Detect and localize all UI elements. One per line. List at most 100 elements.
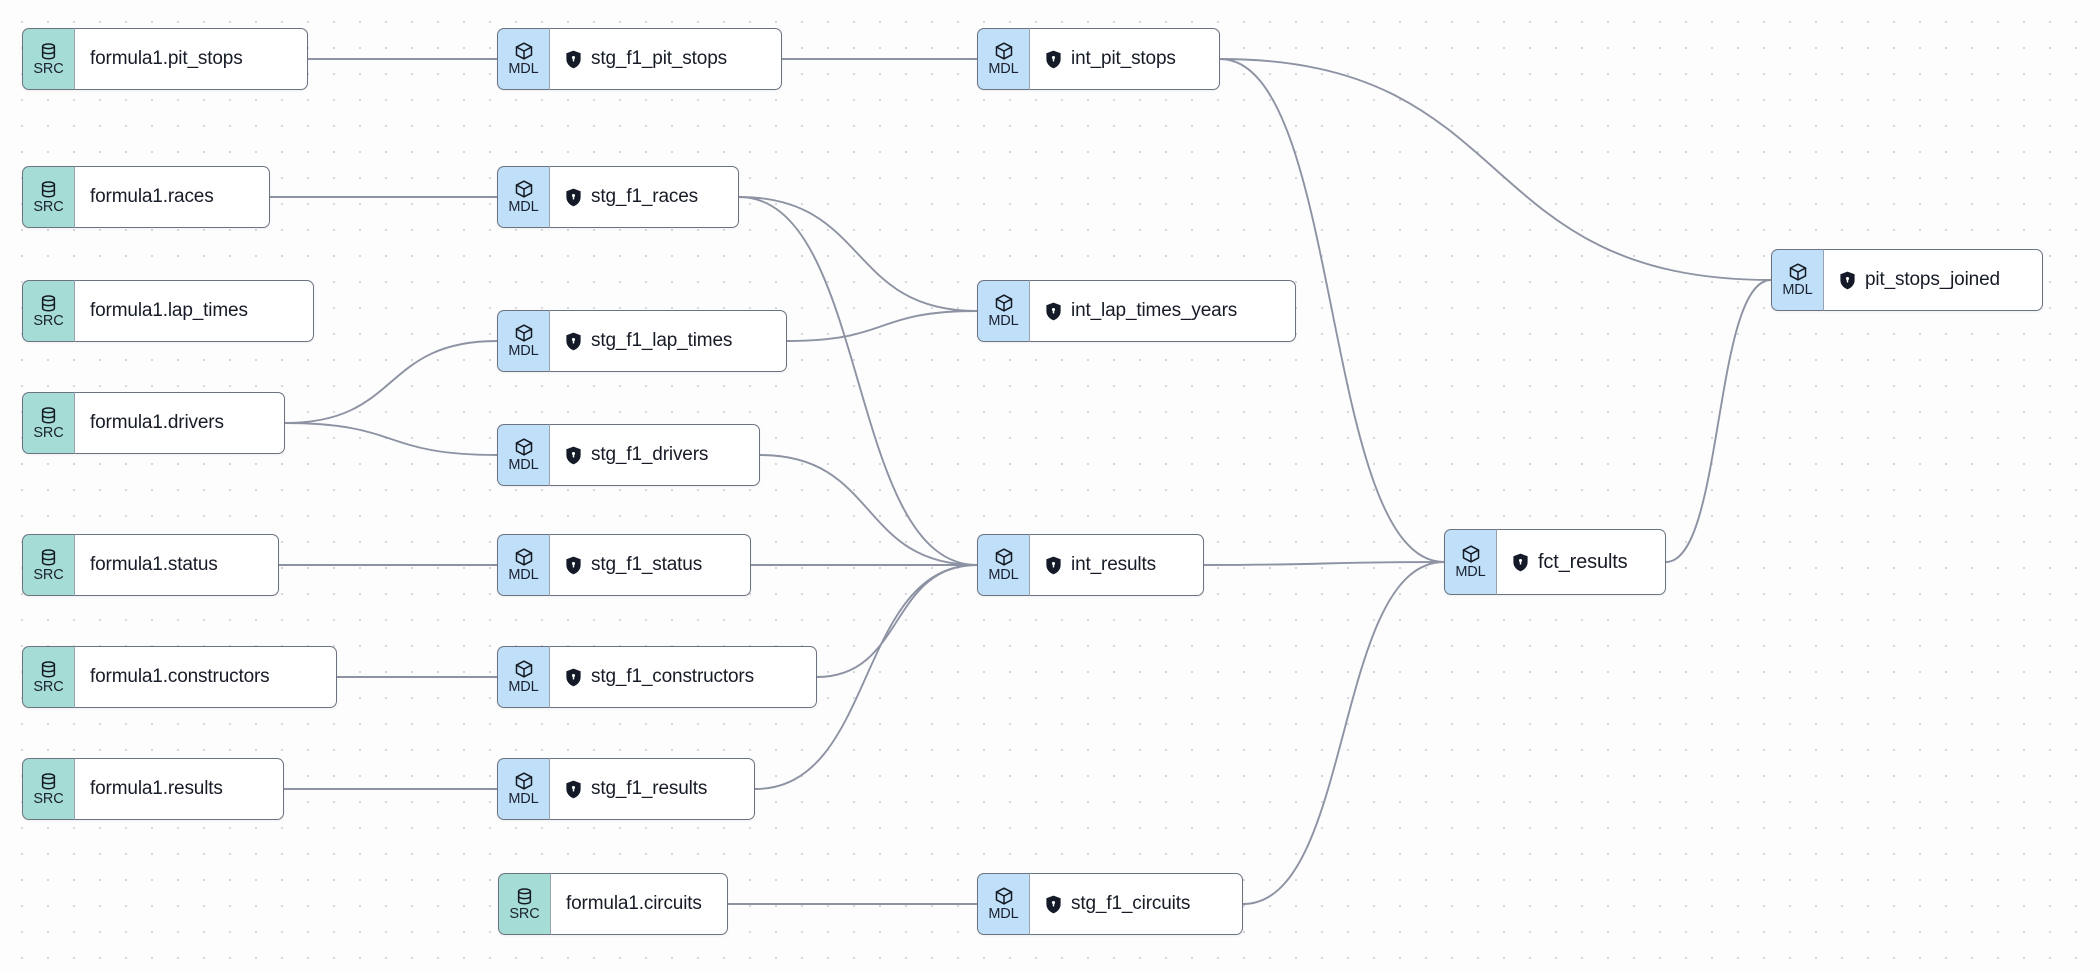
database-icon xyxy=(41,660,56,678)
node-body-stg_races[interactable]: stg_f1_races xyxy=(549,166,739,228)
node-body-stg_lap_times[interactable]: stg_f1_lap_times xyxy=(549,310,787,372)
shield-lock-icon xyxy=(566,332,581,350)
node-body-src_status[interactable]: formula1.status xyxy=(74,534,279,596)
node-body-stg_results[interactable]: stg_f1_results xyxy=(549,758,755,820)
node-body-stg_status[interactable]: stg_f1_status xyxy=(549,534,751,596)
lineage-node-int_lap_times_yrs[interactable]: MDL int_lap_times_years xyxy=(977,280,1296,342)
lineage-node-stg_pit_stops[interactable]: MDL stg_f1_pit_stops xyxy=(497,28,782,90)
node-type-badge-stg_pit_stops: MDL xyxy=(497,28,549,90)
node-badge-label: MDL xyxy=(508,791,539,808)
cube-icon xyxy=(515,324,532,342)
node-type-badge-src_races: SRC xyxy=(22,166,74,228)
node-badge-label: MDL xyxy=(988,313,1019,330)
node-body-stg_constructors[interactable]: stg_f1_constructors xyxy=(549,646,817,708)
lineage-node-src_circuits[interactable]: SRC formula1.circuits xyxy=(498,873,728,935)
lineage-edge-stg_drivers-to-int_results xyxy=(759,454,978,566)
database-icon xyxy=(41,772,56,790)
node-type-badge-stg_status: MDL xyxy=(497,534,549,596)
node-badge-label: MDL xyxy=(508,343,539,360)
node-label: stg_f1_races xyxy=(591,186,698,207)
lineage-node-int_results[interactable]: MDL int_results xyxy=(977,534,1204,596)
shield-lock-icon xyxy=(566,556,581,574)
node-body-src_circuits[interactable]: formula1.circuits xyxy=(550,873,728,935)
lineage-node-int_pit_stops[interactable]: MDL int_pit_stops xyxy=(977,28,1220,90)
node-body-src_constructors[interactable]: formula1.constructors xyxy=(74,646,337,708)
node-body-src_lap_times[interactable]: formula1.lap_times xyxy=(74,280,314,342)
node-label: formula1.drivers xyxy=(90,412,224,433)
lineage-edge-stg_constructors-to-int_results xyxy=(816,564,978,678)
node-label: fct_results xyxy=(1538,550,1628,573)
node-label: stg_f1_lap_times xyxy=(591,330,733,351)
node-type-badge-int_results: MDL xyxy=(977,534,1029,596)
node-badge-label: SRC xyxy=(509,905,540,922)
database-icon xyxy=(41,180,56,198)
node-body-src_drivers[interactable]: formula1.drivers xyxy=(74,392,285,454)
database-icon xyxy=(41,548,56,566)
node-label: stg_f1_drivers xyxy=(591,444,709,465)
node-body-stg_pit_stops[interactable]: stg_f1_pit_stops xyxy=(549,28,782,90)
node-body-stg_drivers[interactable]: stg_f1_drivers xyxy=(549,424,760,486)
lineage-edge-int_results-to-fct_results xyxy=(1203,561,1445,566)
node-label: formula1.pit_stops xyxy=(90,48,243,69)
node-label: stg_f1_pit_stops xyxy=(591,48,727,69)
lineage-node-stg_status[interactable]: MDL stg_f1_status xyxy=(497,534,751,596)
node-label: pit_stops_joined xyxy=(1865,269,2000,290)
lineage-node-stg_lap_times[interactable]: MDL stg_f1_lap_times xyxy=(497,310,787,372)
node-badge-label: MDL xyxy=(508,567,539,584)
node-label: formula1.circuits xyxy=(566,893,702,914)
lineage-edge-src_drivers-to-stg_lap_times xyxy=(284,340,498,424)
shield-lock-icon xyxy=(566,50,581,68)
lineage-edge-stg_lap_times-to-int_lap_times_yrs xyxy=(786,310,978,342)
node-type-badge-src_results: SRC xyxy=(22,758,74,820)
node-badge-label: MDL xyxy=(988,61,1019,78)
node-badge-label: SRC xyxy=(33,678,64,695)
node-body-int_results[interactable]: int_results xyxy=(1029,534,1204,596)
node-body-pit_stops_joined[interactable]: pit_stops_joined xyxy=(1823,249,2043,311)
node-body-src_races[interactable]: formula1.races xyxy=(74,166,270,228)
node-type-badge-fct_results: MDL xyxy=(1444,529,1496,595)
lineage-edge-stg_circuits-to-fct_results xyxy=(1242,561,1445,905)
lineage-node-stg_results[interactable]: MDL stg_f1_results xyxy=(497,758,755,820)
shield-lock-icon xyxy=(566,188,581,206)
database-icon xyxy=(517,887,532,905)
cube-icon xyxy=(995,548,1012,566)
node-body-src_results[interactable]: formula1.results xyxy=(74,758,284,820)
node-badge-label: SRC xyxy=(33,312,64,329)
shield-lock-icon xyxy=(1513,553,1528,571)
node-body-int_pit_stops[interactable]: int_pit_stops xyxy=(1029,28,1220,90)
node-label: stg_f1_status xyxy=(591,554,703,575)
cube-icon xyxy=(515,660,532,678)
node-body-stg_circuits[interactable]: stg_f1_circuits xyxy=(1029,873,1243,935)
lineage-node-src_pit_stops[interactable]: SRC formula1.pit_stops xyxy=(22,28,308,90)
node-body-int_lap_times_yrs[interactable]: int_lap_times_years xyxy=(1029,280,1296,342)
database-icon xyxy=(41,406,56,424)
cube-icon xyxy=(995,42,1012,60)
node-body-src_pit_stops[interactable]: formula1.pit_stops xyxy=(74,28,308,90)
node-type-badge-stg_circuits: MDL xyxy=(977,873,1029,935)
shield-lock-icon xyxy=(1840,271,1855,289)
lineage-node-src_constructors[interactable]: SRC formula1.constructors xyxy=(22,646,337,708)
node-body-fct_results[interactable]: fct_results xyxy=(1496,529,1666,595)
node-badge-label: MDL xyxy=(1455,564,1486,581)
node-label: formula1.constructors xyxy=(90,666,270,687)
lineage-node-src_lap_times[interactable]: SRC formula1.lap_times xyxy=(22,280,314,342)
node-type-badge-src_pit_stops: SRC xyxy=(22,28,74,90)
node-type-badge-stg_drivers: MDL xyxy=(497,424,549,486)
node-label: int_results xyxy=(1071,554,1156,575)
node-label: formula1.status xyxy=(90,554,218,575)
lineage-edge-stg_races-to-int_results xyxy=(738,196,978,566)
lineage-node-stg_drivers[interactable]: MDL stg_f1_drivers xyxy=(497,424,760,486)
lineage-node-fct_results[interactable]: MDL fct_results xyxy=(1444,529,1666,595)
node-type-badge-stg_constructors: MDL xyxy=(497,646,549,708)
node-type-badge-int_pit_stops: MDL xyxy=(977,28,1029,90)
